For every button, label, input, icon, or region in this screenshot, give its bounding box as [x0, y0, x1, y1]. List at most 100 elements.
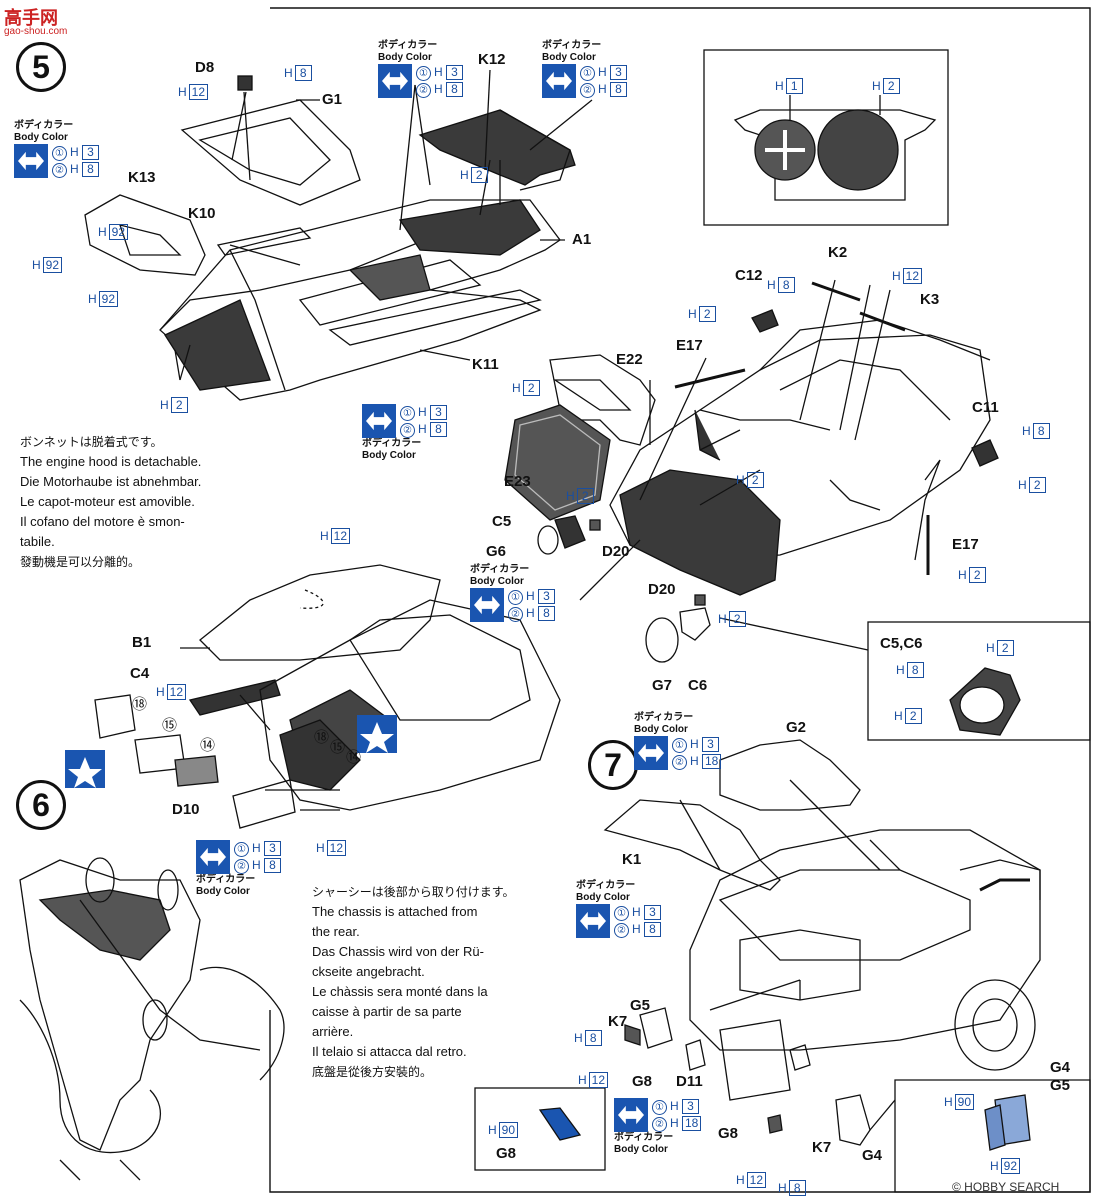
part-label: D11	[676, 1073, 703, 1090]
part-label: C6	[688, 677, 708, 694]
mix-arrow-icon	[576, 904, 610, 938]
decal-number: ⑮	[330, 739, 346, 756]
mix-arrow-icon	[362, 404, 396, 438]
part-label: K3	[920, 291, 940, 308]
part-label: G2	[786, 719, 807, 736]
part-label: C11	[972, 399, 999, 416]
part-label: D8	[195, 59, 215, 76]
mix-arrow-icon	[196, 840, 230, 874]
decal-number: ⑱	[314, 729, 330, 746]
decal-number: ⑭	[200, 737, 216, 754]
mix-arrow-icon	[634, 736, 668, 770]
part-label: G5	[630, 997, 651, 1014]
watermark-url: gao-shou.com	[4, 26, 68, 37]
part-label: G8	[632, 1073, 653, 1090]
part-label: G1	[322, 91, 343, 108]
part-label: E23	[504, 473, 531, 490]
mix-arrow-icon	[378, 64, 412, 98]
step-number-5: 5	[16, 42, 66, 92]
watermark-logo: 高手网	[4, 8, 58, 29]
part-label: K2	[828, 244, 848, 261]
hood-note: ボンネットは脱着式です。 The engine hood is detachab…	[20, 435, 202, 569]
part-label: C5,C6	[880, 635, 923, 652]
mix-arrow-icon	[542, 64, 576, 98]
part-label: C4	[130, 665, 150, 682]
part-label: D20	[648, 581, 676, 598]
part-label: G4	[862, 1147, 883, 1164]
part-label: G7	[652, 677, 673, 694]
part-label: E17	[952, 536, 979, 553]
part-label: K11	[472, 356, 499, 373]
part-label: K7	[812, 1139, 832, 1156]
mix-arrow-icon	[470, 588, 504, 622]
part-label: K13	[128, 169, 156, 186]
part-label: D20	[602, 543, 630, 560]
part-label: D10	[172, 801, 200, 818]
part-label: C12	[735, 267, 763, 284]
part-label: G8	[718, 1125, 739, 1142]
part-label: G8	[496, 1145, 517, 1162]
part-label: K1	[622, 851, 642, 868]
part-label: K10	[188, 205, 216, 222]
part-label: G4	[1050, 1059, 1071, 1076]
part-label: G5	[1050, 1077, 1071, 1094]
step-number-6: 6	[16, 780, 66, 830]
part-label: A1	[572, 231, 592, 248]
mix-arrow-icon	[14, 144, 48, 178]
part-label: K7	[608, 1013, 628, 1030]
part-label: G6	[486, 543, 507, 560]
part-label: K12	[478, 51, 506, 68]
decal-number: ⑱	[132, 696, 148, 713]
corner-watermark: © HOBBY SEARCH	[952, 1180, 1060, 1194]
part-label: E22	[616, 351, 643, 368]
part-label: B1	[132, 634, 152, 651]
part-label: C5	[492, 513, 512, 530]
chassis-note: シャーシーは後部から取り付けます。 The chassis is attache…	[312, 885, 515, 1079]
mix-arrow-icon	[614, 1098, 648, 1132]
decal-number: ⑮	[162, 717, 178, 734]
decal-number: ⑭	[346, 749, 362, 766]
